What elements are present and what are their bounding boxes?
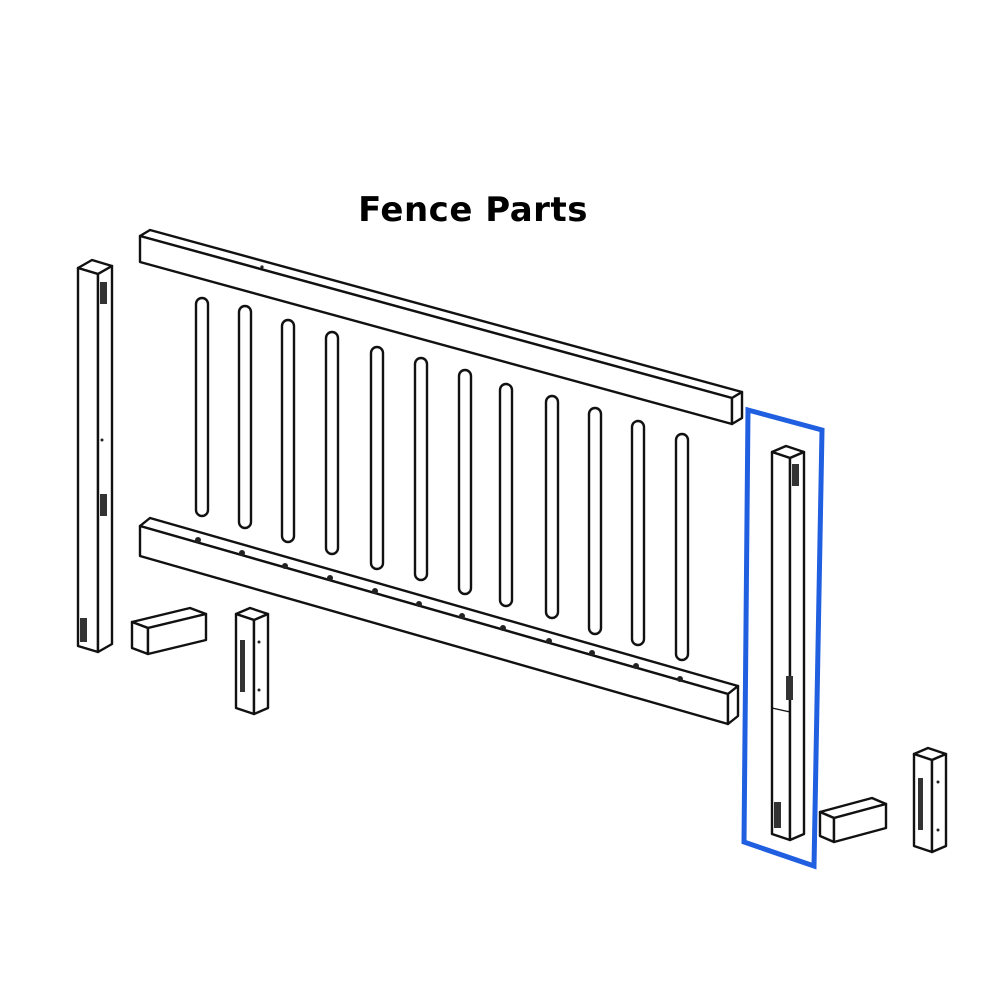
baluster [630, 419, 646, 647]
baluster [280, 318, 296, 544]
baluster [413, 356, 429, 582]
balusters [194, 296, 690, 662]
baluster [498, 382, 514, 608]
right-connector-bracket[interactable] [912, 746, 948, 854]
left-spacer-block[interactable] [130, 606, 208, 656]
diagram-title: Fence Parts [358, 190, 588, 230]
baluster [587, 406, 603, 636]
highlight-frame [741, 406, 825, 870]
baluster [457, 368, 473, 596]
left-connector-bracket[interactable] [234, 606, 270, 716]
baluster [324, 330, 340, 556]
baluster [674, 432, 690, 662]
right-spacer-block[interactable] [818, 796, 888, 844]
baluster [544, 394, 560, 620]
right-post-highlighted[interactable] [770, 444, 806, 842]
baluster [369, 345, 385, 571]
left-post[interactable] [76, 258, 114, 654]
bottom-rail[interactable] [138, 516, 740, 726]
baluster [194, 296, 210, 518]
top-rail[interactable] [138, 228, 744, 426]
baluster [237, 304, 253, 530]
